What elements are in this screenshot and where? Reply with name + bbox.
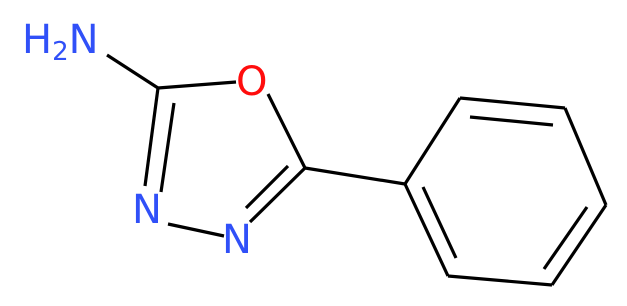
bond-o-c5 — [266, 93, 307, 169]
bond-c2-n3-b — [159, 102, 176, 193]
bond-ph-6 — [403, 183, 450, 277]
bond-ph-inner-2 — [542, 206, 589, 270]
bond-ph-4 — [550, 204, 608, 286]
bond-ph-inner-3 — [421, 186, 458, 259]
atom-labels: H2N O N N — [22, 17, 267, 263]
bonds — [106, 53, 608, 287]
bond-ph-inner-1 — [469, 115, 554, 127]
nitrogen-4-label: N — [222, 217, 252, 263]
nitrogen-3-label: N — [132, 187, 162, 233]
bond-ph-3 — [563, 107, 608, 206]
bond-n3-n4 — [167, 222, 225, 238]
amine-h-symbol: H — [22, 17, 52, 63]
bond-c2-n3-a — [143, 87, 160, 187]
oxygen-label: O — [236, 59, 267, 105]
bond-amine-c2 — [106, 53, 159, 90]
bond-ph-1 — [403, 97, 462, 185]
amine-subscript: 2 — [52, 37, 69, 67]
bond-ph-5 — [447, 274, 553, 287]
bond-c2-o — [157, 80, 237, 90]
amine-n-symbol: N — [69, 17, 99, 63]
bond-c5-phenyl — [304, 166, 406, 186]
bond-n4-c5-b — [244, 164, 290, 210]
bond-n4-c5-a — [248, 166, 307, 224]
bond-ph-2 — [459, 96, 566, 110]
amine-label: H2N — [22, 17, 99, 67]
